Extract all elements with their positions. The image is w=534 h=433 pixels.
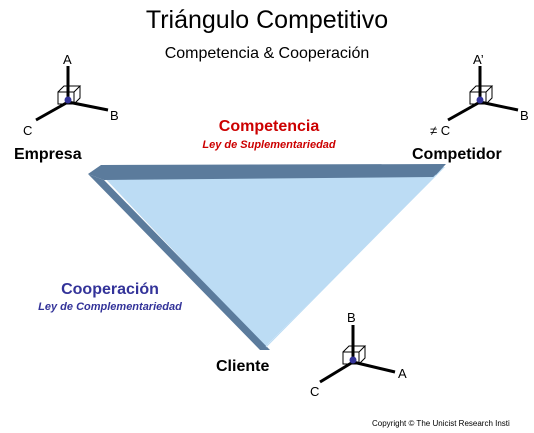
competidor-axis-left-label: ≠ C bbox=[430, 123, 451, 138]
cliente-axis-right-label: A bbox=[398, 366, 407, 381]
node-empresa: Empresa bbox=[14, 146, 82, 163]
competidor-axis-icon bbox=[447, 66, 519, 122]
node-competidor: Competidor bbox=[412, 146, 502, 163]
relation-cooperacion-law: Ley de Complementariedad bbox=[38, 301, 182, 313]
node-cliente: Cliente bbox=[216, 358, 270, 375]
competidor-axis-right-label: B bbox=[520, 108, 529, 123]
competition-edge bbox=[88, 164, 446, 180]
cliente-axis-left-label: C bbox=[310, 384, 320, 399]
copyright-notice: Copyright © The Unicist Research Insti bbox=[372, 419, 510, 428]
cooperation-edge bbox=[88, 174, 270, 350]
competitive-triangle bbox=[100, 167, 445, 347]
empresa-axis-right-label: B bbox=[110, 108, 119, 123]
page-subtitle: Competencia & Cooperación bbox=[164, 45, 370, 62]
cliente-axis-top-label: B bbox=[347, 310, 356, 325]
page-title: Triángulo Competitivo bbox=[145, 6, 389, 34]
relation-competencia-law: Ley de Suplementariedad bbox=[202, 139, 336, 151]
relation-cooperacion-label: Cooperación bbox=[61, 281, 159, 298]
empresa-axis-left-label: C bbox=[23, 123, 33, 138]
empresa-axis-icon bbox=[35, 66, 109, 122]
empresa-axis-top-label: A bbox=[63, 52, 72, 67]
cliente-axis-icon bbox=[319, 325, 396, 384]
competidor-axis-top-label: A’ bbox=[473, 52, 484, 67]
relation-competencia-label: Competencia bbox=[218, 118, 320, 135]
right-edge bbox=[265, 174, 437, 348]
